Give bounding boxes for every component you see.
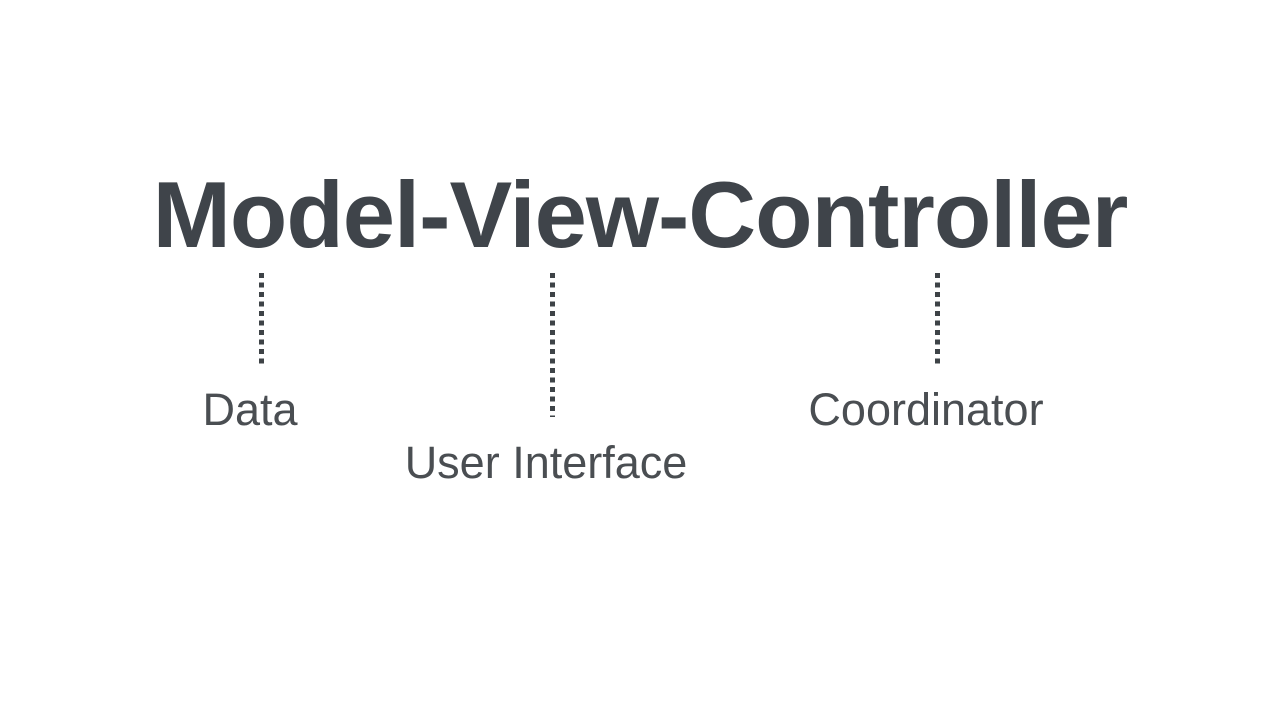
dotted-connector-view <box>550 273 555 417</box>
label-view-user-interface: User Interface <box>404 437 688 488</box>
label-controller-coordinator: Coordinator <box>808 384 1044 435</box>
page-title: Model-View-Controller <box>152 162 1129 267</box>
dotted-connector-model <box>259 273 264 368</box>
label-model-data: Data <box>202 384 298 435</box>
dotted-connector-controller <box>935 273 940 368</box>
